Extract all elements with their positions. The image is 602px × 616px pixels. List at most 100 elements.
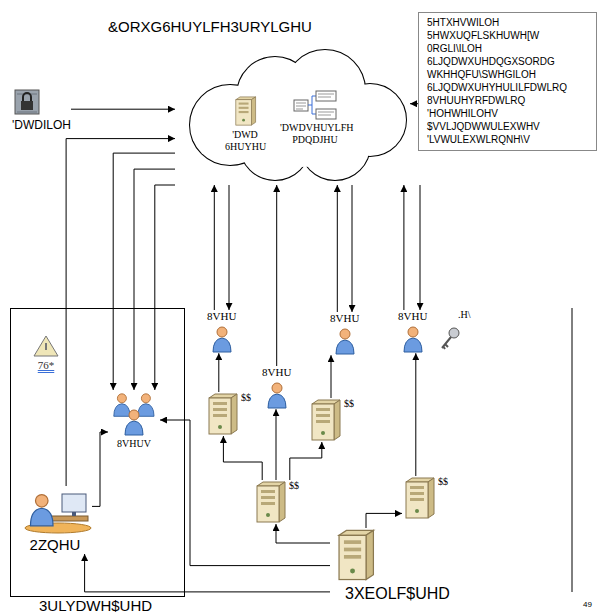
data-server-label: 'DWD 6HUYHU [225,129,265,153]
owner-holder [18,486,92,534]
drawing-part [294,100,308,111]
server-icon [402,476,436,520]
drawing-part [344,548,361,552]
flow-arrow [415,353,416,476]
triangle-holder [33,335,59,357]
drawing-part [272,383,282,393]
drawing-part [23,93,31,101]
drawing-part [268,394,286,408]
server-icon [330,528,380,582]
drawing-part [213,408,227,411]
drawing-part [279,482,285,522]
flow-arrow [92,432,108,506]
drawing-part [428,478,434,518]
tsg-sign: 76* [33,335,59,372]
user-label: 8VHU [262,366,291,379]
operation-item: 6LJQDWXUHDQGXSORDG [427,55,590,68]
aa-server: $$ [402,476,448,520]
drawing-part [138,404,154,417]
drawing-part [318,112,334,115]
page-number: 49 [583,600,592,610]
drawing-part [415,509,419,513]
drawing-part [257,486,279,522]
operation-item: 'HOHWHILOHV [427,107,590,120]
user: 8VHU [262,366,291,409]
user-label: 8VHU [398,310,427,323]
drawing-part [217,327,227,337]
drawing-part [296,103,306,109]
label-anchor: .H\ [458,309,471,321]
drawing-part [340,329,350,339]
drawing-part [344,540,361,544]
flow-arrow [276,185,277,366]
cloud-outline [175,40,410,185]
drawing-part [236,100,252,125]
server-icon [233,95,257,127]
key-symbol [442,328,459,349]
drawing-part [316,109,336,119]
drawing-part [318,94,334,97]
drawing-part [125,410,143,435]
drawing-part [141,394,150,403]
aa-server-label: $$ [344,398,354,410]
drawing-part [406,482,428,518]
aa-server: $$ [253,480,299,524]
drawing-part [36,495,49,508]
server-icon [253,480,287,524]
drawing-part [239,111,249,113]
aa-server: $$ [205,392,251,436]
user-icon [266,381,288,409]
drawing-part [114,404,130,417]
drawing-part [404,338,422,352]
flow-arrow [155,185,175,390]
label-anchor: 49 [583,600,592,610]
drawing-part [334,400,340,440]
drawing-part [316,91,336,101]
drawing-part [261,490,275,493]
drawing-part [268,383,286,408]
user-icon [402,325,424,353]
aa-server: $$ [308,398,354,442]
manager-holder [293,90,337,120]
person-holder [334,327,356,355]
flow-arrow [66,139,175,486]
drawing-part [251,97,255,125]
drawing-part [312,404,334,440]
drawing-part [117,394,126,403]
key-bow [449,328,459,338]
drawing-part [72,512,76,516]
user-label: 8VHU [207,310,236,323]
flow-arrow [113,153,175,390]
aa-server-label: $$ [438,476,448,488]
flow-arrow [160,420,330,566]
user: 8VHU [398,310,427,353]
data-service-manager: 'DWDVHUYLFH PDQDJHU [280,90,350,146]
user: 8VHU [207,310,236,353]
root-server: 3XEOLF$UHD [330,528,450,603]
server-holder [402,476,436,520]
server-holder [308,398,342,442]
operation-item: 0RGLI\ILOH [427,42,590,55]
user: 8VHU [330,312,359,355]
drawing-part [261,502,275,505]
flow-arrow [229,185,230,310]
service-manager-icon [293,90,337,120]
drawing-part [231,394,237,434]
cloud-provider: &ORXG6HUYLFH3URYLGHU'DWD 6HUYHU'DWDVHUYL… [175,40,410,185]
flow-arrow [134,169,175,390]
lock-holder [12,86,42,116]
public-area-boundary [572,308,573,592]
flow-arrow [276,524,330,543]
user-group: 8VHUV [108,390,160,450]
drawing-part [213,414,227,417]
drawing-part [366,530,373,579]
user-group-label: 8VHUV [117,438,151,450]
user-group-icon [108,390,160,436]
drawing-part [408,327,418,337]
server-icon [205,392,239,436]
flow-arrow [290,442,322,480]
drawing-part [31,495,54,526]
drawing-part [336,329,354,354]
drawing-part [62,494,86,512]
drawing-part [266,513,270,517]
